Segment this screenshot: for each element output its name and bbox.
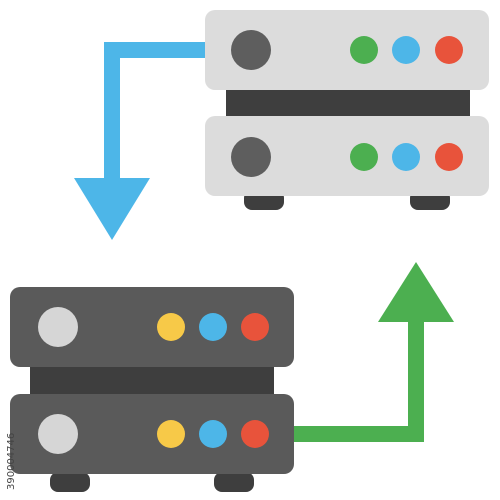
arrow-down-icon [74,42,205,240]
server-dark-unit-top [10,287,294,367]
server-dark-unit-bottom [10,394,294,474]
server-dark-foot-left [50,472,90,492]
led-yellow-top [157,313,185,341]
led-blue-bottom [392,143,420,171]
arrow-up-icon [292,262,454,442]
led-green-top [350,36,378,64]
server-dark-foot-right [214,472,254,492]
server-light-unit-bottom [205,116,489,196]
led-red-top [435,36,463,64]
server-light-knob-top [231,30,271,70]
led-blue-dark-top [199,313,227,341]
server-light-gap [226,86,470,120]
server-dark-gap [30,362,274,398]
arrow-up-shaft [292,312,424,442]
server-light-knob-bottom [231,137,271,177]
arrow-down-shaft [104,42,205,185]
led-blue-top [392,36,420,64]
side-id-text: 390004746 [6,432,17,490]
led-red-bottom [435,143,463,171]
server-stack-light-icon [205,10,489,210]
led-green-bottom [350,143,378,171]
arrow-down-head [74,178,150,240]
server-dark-knob-bottom [38,414,78,454]
led-red-dark-top [241,313,269,341]
server-dark-knob-top [38,307,78,347]
led-blue-dark-bottom [199,420,227,448]
arrow-up-head [378,262,454,322]
led-red-dark-bottom [241,420,269,448]
server-light-unit-top [205,10,489,90]
server-stack-dark-icon [10,287,294,492]
led-yellow-bottom [157,420,185,448]
